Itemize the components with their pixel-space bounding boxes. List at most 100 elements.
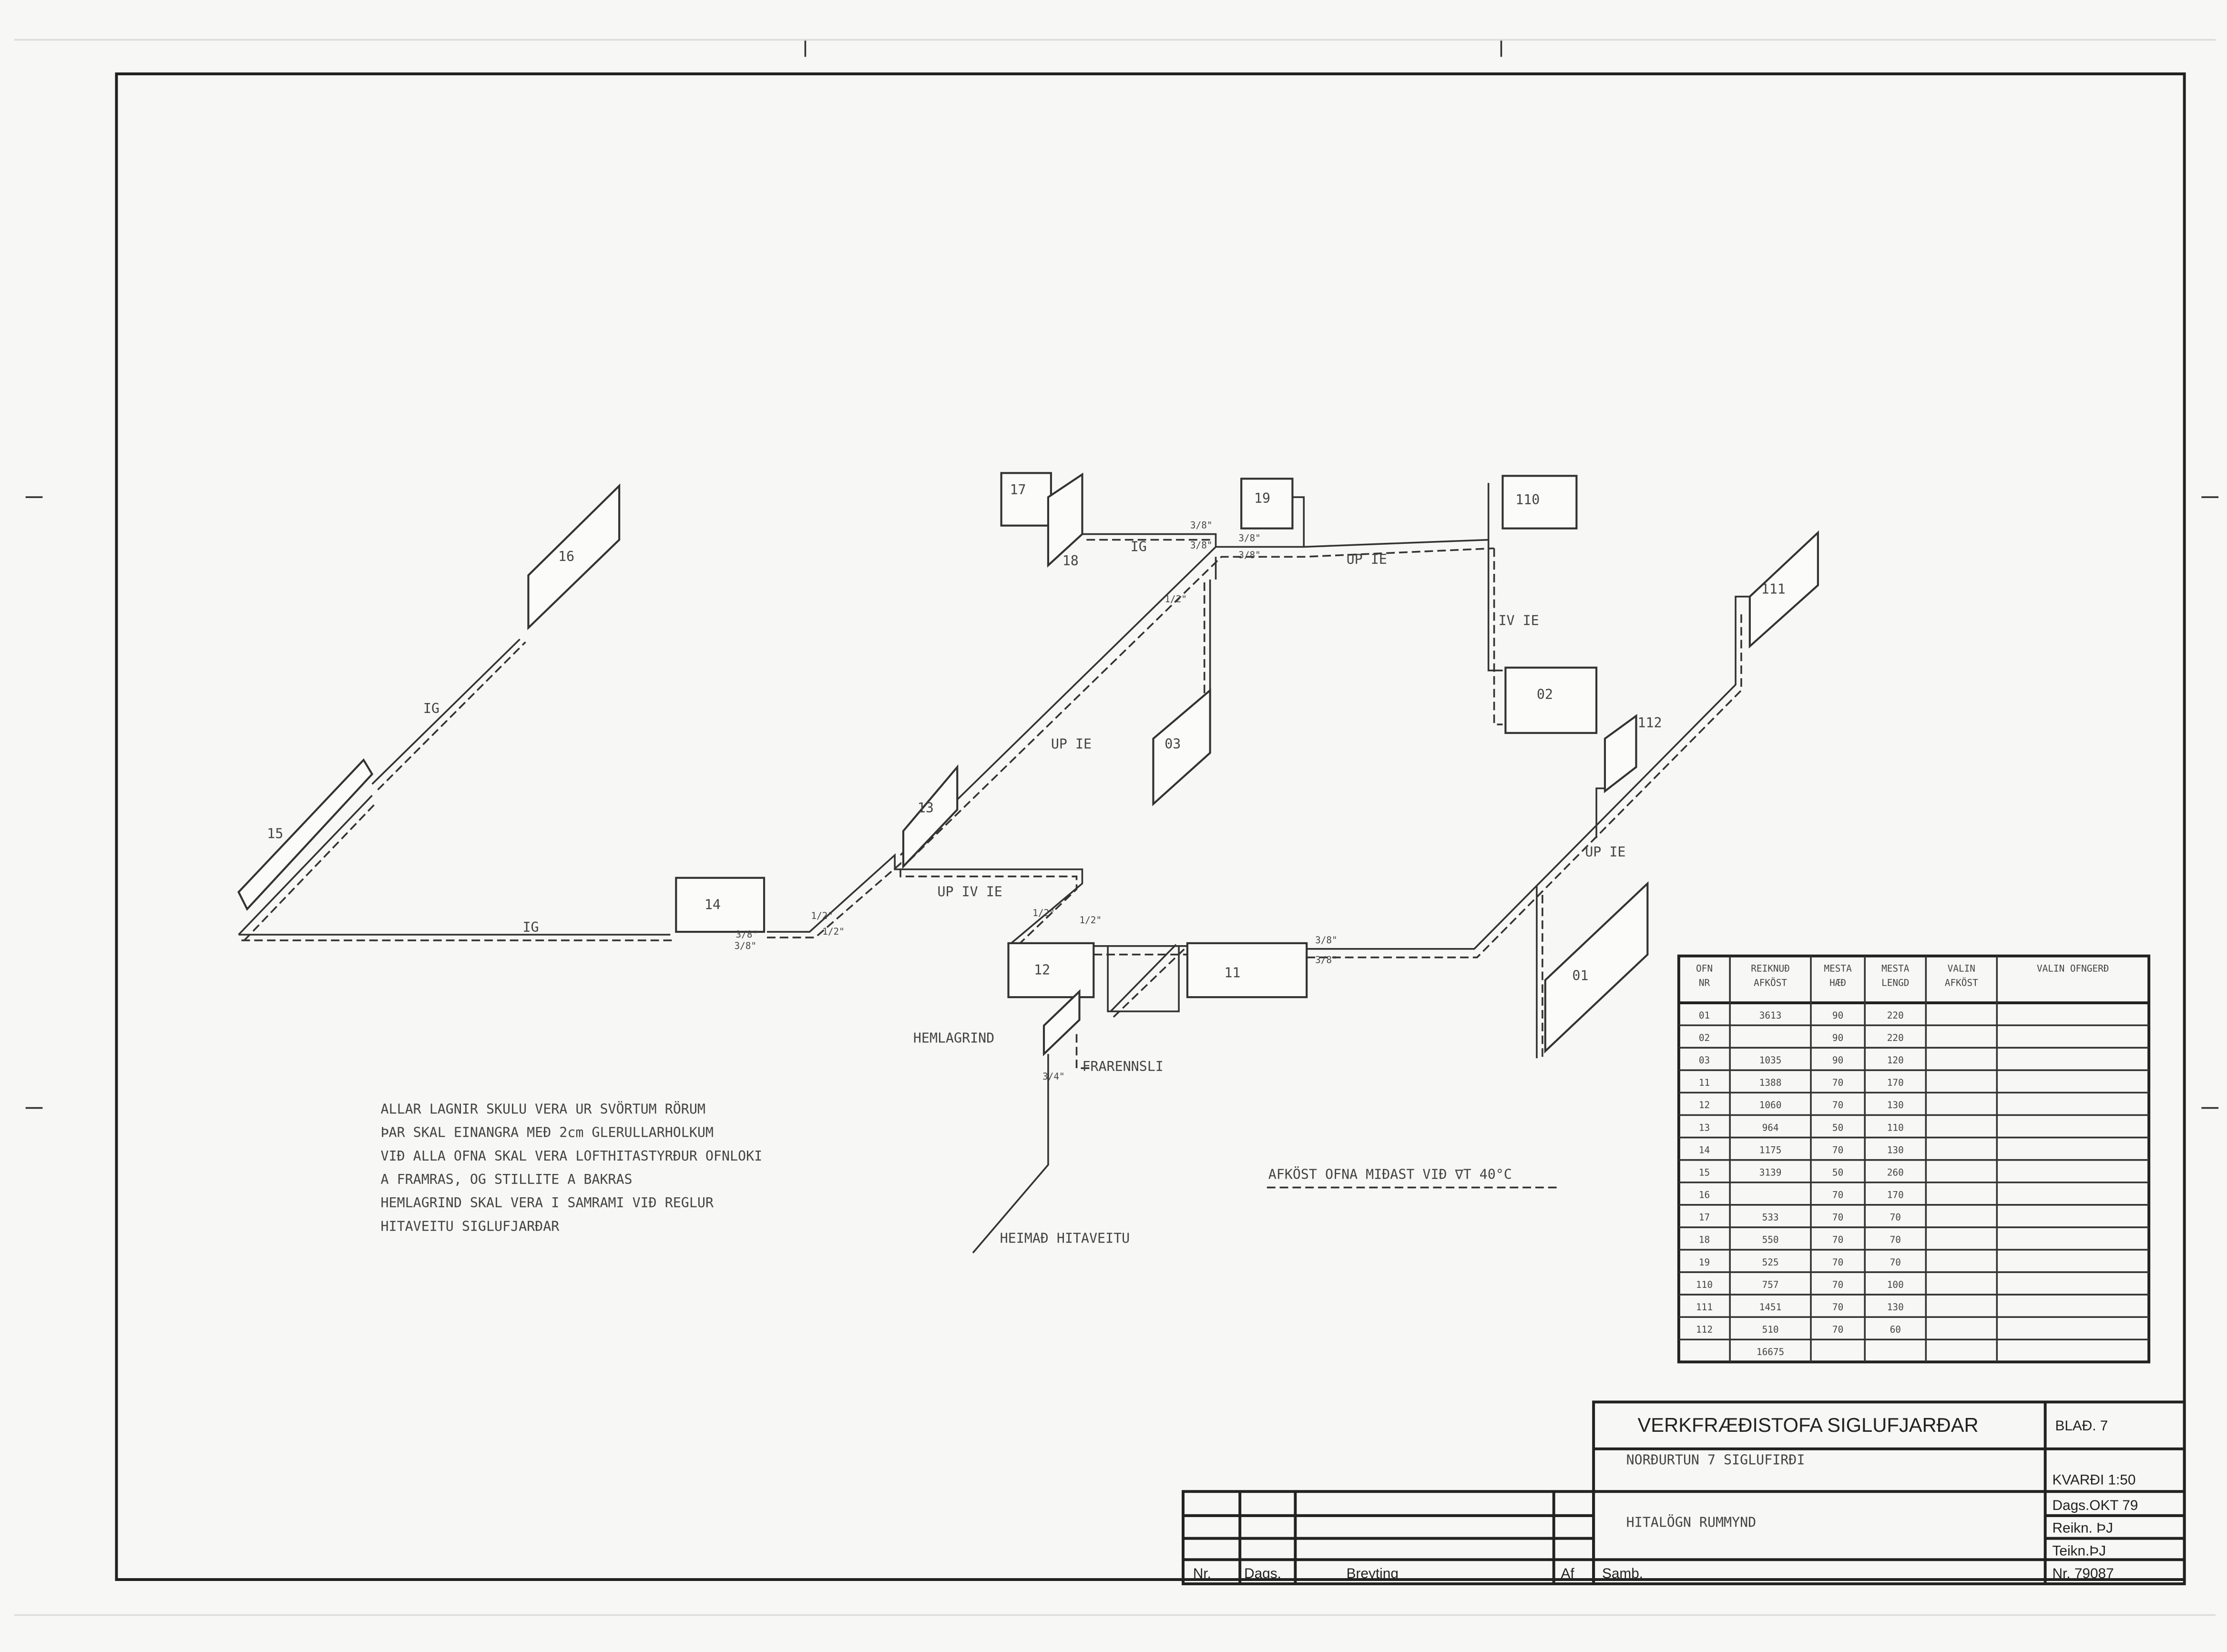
table-cell: 70	[1832, 1100, 1843, 1111]
table-cell: 13	[1699, 1122, 1710, 1133]
revision-change-header: Breyting	[1347, 1566, 1399, 1581]
table-cell: 130	[1887, 1302, 1904, 1313]
general-notes: ALLAR LAGNIR SKULU VERA UR SVÖRTUM RÖRUM…	[381, 1101, 763, 1234]
table-cell: 02	[1699, 1032, 1710, 1043]
table-cell: 70	[1832, 1234, 1843, 1245]
table-cell: 525	[1762, 1257, 1779, 1268]
table-cell: 1175	[1759, 1144, 1782, 1155]
table-header: AFKÖST	[1754, 977, 1787, 988]
title-block: VERKFRÆÐISTOFA SIGLUFJARÐAR NORÐURTUN 7 …	[1182, 1400, 2186, 1585]
label-up-ie: UP IE	[1051, 736, 1092, 752]
table-cell: 15	[1699, 1167, 1710, 1178]
table-cell: 100	[1887, 1279, 1904, 1290]
table-cell: 1035	[1759, 1055, 1782, 1066]
radiators: 15 16 14 13 17 18 19 110 02 03 111 112 1…	[237, 472, 1819, 1057]
label-pipe-size: 1/2"	[822, 926, 845, 937]
table-cell: 130	[1887, 1144, 1904, 1155]
label-iv-ie: IV IE	[1498, 612, 1539, 628]
table-cell: 70	[1832, 1190, 1843, 1201]
table-cell: 14	[1699, 1144, 1710, 1155]
table-cell: 130	[1887, 1100, 1904, 1111]
table-header: MESTA	[1824, 963, 1852, 974]
label-up-ie: UP IE	[1585, 844, 1625, 860]
label-frarennsli: FRARENNSLI	[1082, 1059, 1163, 1074]
revision-by-header: Af	[1561, 1566, 1575, 1581]
table-cell: 90	[1832, 1055, 1843, 1066]
table-header: HÆÐ	[1829, 977, 1846, 988]
table-cell: 170	[1887, 1190, 1904, 1201]
afkost-note: AFKÖST OFNA MIÐAST VIÐ ∇T 40°C	[1268, 1166, 1512, 1183]
table-cell: 70	[1832, 1257, 1843, 1268]
table-cell: 70	[1832, 1144, 1843, 1155]
approved-label: Samþ.	[1602, 1566, 1643, 1581]
table-cell: 16675	[1757, 1346, 1784, 1357]
table-cell: 70	[1832, 1279, 1843, 1290]
radiator-17: 17	[1010, 482, 1026, 498]
pipe-labels: IG IG IG UP IE UP IE UP IE UP IV IE IV I…	[423, 520, 1625, 1082]
table-cell: 70	[1890, 1234, 1901, 1245]
firm-name: VERKFRÆÐISTOFA SIGLUFJARÐAR	[1637, 1414, 1978, 1436]
radiator-03: 03	[1165, 736, 1181, 752]
radiator-14: 14	[705, 897, 721, 912]
label-pipe-size: 3/8"	[1238, 532, 1261, 543]
radiator-19: 19	[1254, 490, 1270, 506]
table-cell: 757	[1762, 1279, 1779, 1290]
table-cell: 90	[1832, 1010, 1843, 1021]
table-cell: 11	[1699, 1077, 1710, 1088]
label-pipe-size: 3/8"	[1190, 520, 1213, 531]
table-cell: 1060	[1759, 1100, 1782, 1111]
radiator-schedule-table: OFNNRREIKNUÐAFKÖSTMESTAHÆÐMESTALENGDVALI…	[1677, 954, 2151, 1364]
table-cell: 17	[1699, 1212, 1710, 1223]
radiator-13: 13	[918, 800, 934, 816]
project-name: NORÐURTUN 7 SIGLUFIRÐI	[1626, 1452, 1805, 1468]
table-cell: 260	[1887, 1167, 1904, 1178]
note-line: HITAVEITU SIGLUFJARÐAR	[381, 1218, 560, 1234]
table-cell: 964	[1762, 1122, 1779, 1133]
label-pipe-size: 3/8"	[1238, 550, 1261, 561]
table-cell: 110	[1696, 1279, 1713, 1290]
table-header: REIKNUÐ	[1751, 963, 1790, 974]
table-header: AFKÖST	[1945, 977, 1978, 988]
radiator-18: 18	[1062, 553, 1079, 569]
label-pipe-size: 3/8"	[1315, 955, 1338, 966]
table-cell: 50	[1832, 1167, 1843, 1178]
drawn-by: Teikn.ÞJ	[2053, 1543, 2106, 1559]
label-up-ie: UP IE	[1347, 551, 1387, 567]
table-cell: 70	[1832, 1077, 1843, 1088]
label-pipe-size: 1/2"	[1032, 908, 1055, 918]
table-cell: 112	[1696, 1324, 1713, 1335]
table-header: MESTA	[1881, 963, 1910, 974]
table-cell: 1451	[1759, 1302, 1782, 1313]
table-cell: 16	[1699, 1190, 1710, 1201]
label-pipe-size: 3/8"	[1315, 935, 1338, 946]
label-pipe-size: 1/2"	[1079, 915, 1102, 926]
drawing-number: Nr. 79087	[2053, 1566, 2114, 1581]
table-cell: 12	[1699, 1100, 1710, 1111]
radiator-02: 02	[1537, 686, 1553, 702]
radiator-12: 12	[1034, 962, 1050, 978]
label-hemlagrind: HEMLAGRIND	[913, 1030, 994, 1046]
table-header: LENGD	[1881, 977, 1909, 988]
table-cell: 220	[1887, 1010, 1904, 1021]
drawing-border	[115, 72, 2186, 1581]
label-pipe-size: 3/8"	[736, 929, 758, 940]
radiator-15: 15	[267, 826, 283, 841]
table-cell: 19	[1699, 1257, 1710, 1268]
table-cell: 220	[1887, 1032, 1904, 1043]
label-pipe-size: 1/2"	[1165, 594, 1187, 605]
table-cell: 70	[1890, 1257, 1901, 1268]
date: Dags.OKT 79	[2053, 1498, 2138, 1513]
table-cell: 50	[1832, 1122, 1843, 1133]
revision-nr-header: Nr.	[1193, 1566, 1211, 1581]
table-cell: 533	[1762, 1212, 1779, 1223]
label-pipe-size: 3/8"	[1190, 540, 1213, 551]
calculated-by: Reikn. ÞJ	[2053, 1520, 2113, 1536]
label-heimad-hitaveitu: HEIMAÐ HITAVEITU	[1000, 1231, 1130, 1246]
table-cell: 3613	[1759, 1010, 1782, 1021]
table-header: OFN	[1696, 963, 1713, 974]
sheet-number: BLAÐ. 7	[2055, 1418, 2108, 1434]
label-pipe-size: 3/4"	[1042, 1071, 1065, 1082]
table-cell: 60	[1890, 1324, 1901, 1335]
label-ig: IG	[522, 919, 539, 935]
